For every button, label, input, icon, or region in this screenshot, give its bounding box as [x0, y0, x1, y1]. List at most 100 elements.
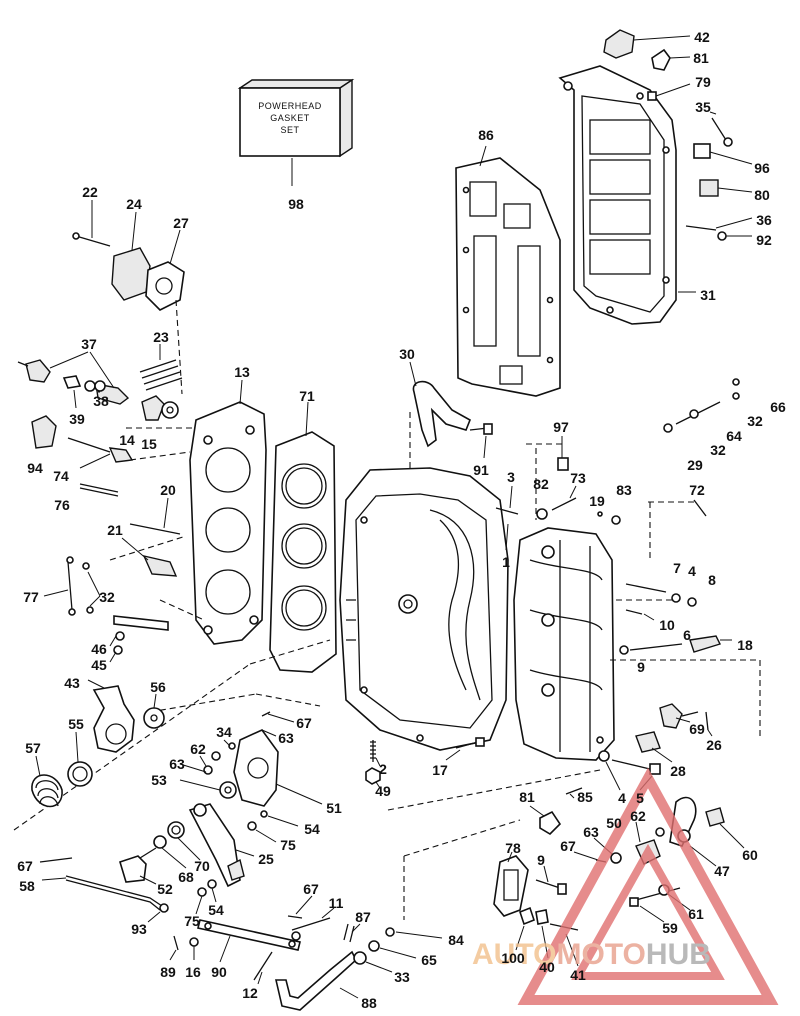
callout-60: 60 [742, 847, 758, 863]
callout-84: 84 [448, 932, 464, 948]
callout-31: 31 [700, 287, 716, 303]
cam-linkage-assembly [119, 711, 323, 888]
callout-62: 62 [630, 808, 646, 824]
callout-10: 10 [659, 617, 675, 633]
callout-51: 51 [326, 800, 342, 816]
callout-62: 62 [190, 741, 206, 757]
crankcase-half [513, 527, 615, 761]
callout-36: 36 [756, 212, 772, 228]
callout-15: 15 [141, 436, 157, 452]
callout-13: 13 [234, 364, 250, 380]
callout-39: 39 [69, 411, 85, 427]
callout-75: 75 [280, 837, 296, 853]
watermark-triangle-inner [571, 843, 725, 980]
callout-68: 68 [178, 869, 194, 885]
callout-43: 43 [64, 675, 80, 691]
callout-76: 76 [54, 497, 70, 513]
gasket-set-box: POWERHEAD GASKET SET [237, 78, 355, 186]
svg-text:AUTOMOTOHUB: AUTOMOTOHUB [472, 938, 711, 971]
head-gasket [269, 401, 337, 673]
callout-20: 20 [160, 482, 176, 498]
callout-9: 9 [537, 852, 545, 868]
callout-91: 91 [473, 462, 489, 478]
callout-17: 17 [432, 762, 448, 778]
callout-14: 14 [119, 432, 135, 448]
callout-21: 21 [107, 522, 123, 538]
callout-42: 42 [694, 29, 710, 45]
top-right-small-parts [479, 29, 753, 293]
callout-77: 77 [23, 589, 39, 605]
callout-80: 80 [754, 187, 770, 203]
callout-40: 40 [539, 959, 555, 975]
callout-24: 24 [126, 196, 142, 212]
callout-63: 63 [169, 756, 185, 772]
callout-69: 69 [689, 721, 705, 737]
callout-85: 85 [577, 789, 593, 805]
callout-19: 19 [589, 493, 605, 509]
callout-65: 65 [421, 952, 437, 968]
watermark-triangle-outer [517, 767, 779, 1005]
throttle-arm-assembly [31, 615, 169, 808]
exhaust-gasket [455, 157, 561, 397]
callout-2: 2 [379, 761, 387, 777]
callout-26: 26 [706, 737, 722, 753]
callout-67: 67 [296, 715, 312, 731]
callout-11: 11 [329, 895, 344, 911]
callout-23: 23 [153, 329, 169, 345]
pressure-relief-parts [31, 415, 191, 497]
callout-70: 70 [194, 858, 210, 874]
callout-74: 74 [53, 468, 69, 484]
callout-87: 87 [355, 909, 371, 925]
callout-47: 47 [714, 863, 730, 879]
callout-32: 32 [99, 589, 115, 605]
callout-81: 81 [519, 789, 535, 805]
callout-75: 75 [184, 913, 200, 929]
callout-28: 28 [670, 763, 686, 779]
callout-49: 49 [375, 783, 391, 799]
callout-73: 73 [570, 470, 586, 486]
small-parts-center-right [495, 378, 740, 655]
exhaust-cover-plate [558, 65, 677, 325]
callout-4: 4 [618, 790, 626, 806]
callout-72: 72 [689, 482, 705, 498]
callout-71: 71 [299, 388, 315, 404]
callout-67: 67 [303, 881, 319, 897]
callout-96: 96 [754, 160, 770, 176]
callout-30: 30 [399, 346, 415, 362]
callout-7: 7 [673, 560, 681, 576]
lower-linkage-rods [39, 857, 443, 1011]
gasket-box-line-2: GASKET [270, 113, 310, 123]
stud-nut-bolt [365, 737, 485, 789]
callout-81: 81 [693, 50, 709, 66]
callout-59: 59 [662, 920, 678, 936]
gasket-box-line-3: SET [280, 125, 299, 135]
gasket-box-line-1: POWERHEAD [258, 101, 322, 111]
callout-32: 32 [747, 413, 763, 429]
callout-6: 6 [683, 627, 691, 643]
callout-56: 56 [150, 679, 166, 695]
dashed-leaders-center [13, 412, 761, 920]
callout-61: 61 [688, 906, 704, 922]
callout-1: 1 [502, 554, 510, 570]
callout-58: 58 [19, 878, 35, 894]
watermark-part-1: AUTO [472, 938, 556, 971]
callout-63: 63 [583, 824, 599, 840]
callout-27: 27 [173, 215, 189, 231]
callout-4: 4 [688, 563, 696, 579]
callout-25: 25 [258, 851, 274, 867]
callout-93: 93 [131, 921, 147, 937]
callout-3: 3 [507, 469, 515, 485]
callout-67: 67 [17, 858, 33, 874]
callout-94: 94 [27, 460, 43, 476]
callout-64: 64 [726, 428, 742, 444]
watermark-part-2: MOTO [556, 938, 645, 971]
callout-5: 5 [636, 790, 644, 806]
callout-63: 63 [278, 730, 294, 746]
callout-35: 35 [695, 99, 711, 115]
link-bracket-30 [409, 361, 493, 459]
callout-29: 29 [687, 457, 703, 473]
callout-45: 45 [91, 657, 107, 673]
callout-33: 33 [394, 969, 410, 985]
sensor-and-spring-parts [17, 344, 196, 429]
